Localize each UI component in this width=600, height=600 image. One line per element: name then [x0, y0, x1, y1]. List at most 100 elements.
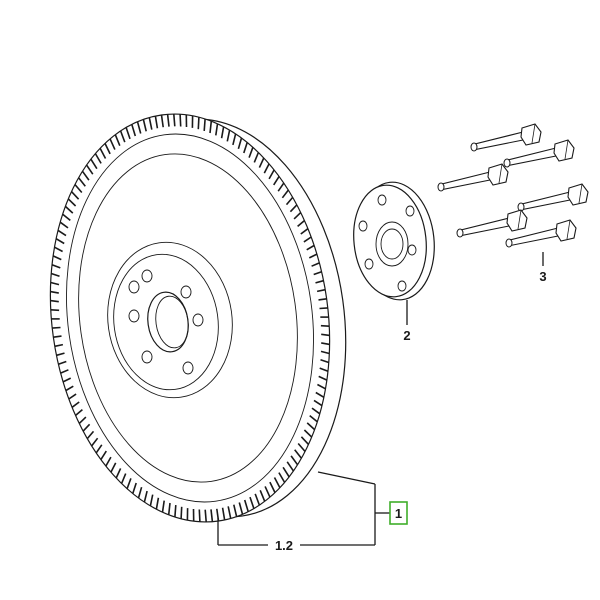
gear-tooth	[318, 375, 328, 381]
gear-tooth	[319, 367, 329, 373]
gear-tooth	[320, 350, 330, 355]
gear-tooth	[167, 502, 171, 515]
bolt	[470, 123, 542, 152]
gear-tooth	[109, 138, 116, 150]
gear-tooth	[50, 272, 60, 277]
gear-tooth	[313, 399, 323, 407]
bolt	[456, 209, 528, 238]
gear-tooth	[294, 449, 303, 459]
gear-tooth	[198, 509, 201, 522]
gear-tooth	[62, 213, 71, 222]
gear-tooth	[52, 255, 62, 261]
gear-tooth	[155, 497, 160, 510]
gear-tooth	[65, 385, 74, 392]
gear-tooth	[99, 147, 107, 159]
gear-tooth	[64, 205, 74, 214]
callout-1-highlight	[389, 501, 408, 525]
bolt	[505, 219, 577, 248]
gear-tooth	[278, 472, 286, 483]
gear-tooth	[55, 238, 65, 245]
callout-3-label[interactable]: 3	[539, 269, 546, 284]
gear-tooth	[226, 129, 231, 142]
callout-1-label[interactable]: 1	[395, 506, 402, 521]
gear-tooth	[115, 468, 122, 479]
gear-tooth	[273, 477, 281, 489]
gear-tooth	[70, 191, 80, 200]
gear-tooth	[81, 170, 90, 181]
gear-tooth	[311, 262, 320, 267]
gear-tooth	[56, 352, 65, 357]
gear-tooth	[68, 393, 77, 400]
gear-tooth	[237, 137, 243, 150]
gear-tooth	[179, 114, 182, 127]
gear-tooth	[67, 198, 77, 207]
gear-tooth	[57, 229, 67, 237]
gear-tooth	[313, 270, 322, 276]
callout-1-2-label[interactable]: 1.2	[275, 538, 293, 553]
ring-gear-teeth	[50, 114, 330, 522]
gear-tooth	[54, 246, 63, 253]
hub-bolt-holes	[128, 269, 204, 375]
gear-tooth	[254, 493, 261, 506]
bolt	[437, 163, 509, 192]
gear-tooth	[290, 455, 299, 466]
gear-tooth	[204, 509, 207, 522]
gear-tooth	[300, 436, 310, 445]
flange[interactable]	[348, 178, 440, 303]
gear-tooth	[94, 153, 102, 164]
gear-tooth	[174, 505, 177, 518]
gear-tooth	[51, 263, 61, 269]
gear-tooth	[210, 509, 214, 522]
gear-tooth	[273, 175, 280, 186]
gear-tooth	[277, 182, 285, 192]
gear-tooth	[86, 430, 95, 440]
gear-tooth	[268, 169, 275, 180]
gear-tooth	[75, 408, 83, 417]
gear-tooth	[311, 407, 321, 415]
bolts[interactable]	[437, 123, 589, 248]
gear-tooth	[95, 444, 103, 454]
gear-tooth	[53, 335, 62, 338]
gear-tooth	[233, 504, 238, 517]
flywheel[interactable]	[25, 96, 371, 540]
gear-tooth	[203, 118, 206, 131]
gear-tooth	[82, 423, 91, 432]
gear-tooth	[320, 324, 330, 327]
gear-tooth	[77, 177, 86, 187]
gear-tooth	[149, 494, 154, 507]
gear-tooth	[249, 496, 255, 509]
gear-tooth	[253, 152, 260, 163]
gear-tooth	[309, 414, 318, 423]
gear-tooth	[315, 391, 325, 398]
gear-tooth	[306, 244, 315, 251]
gear-tooth	[50, 290, 59, 294]
gear-tooth	[54, 343, 64, 348]
gear-tooth	[316, 288, 326, 293]
gear-tooth	[100, 450, 107, 461]
gear-tooth	[269, 481, 276, 493]
gear-tooth	[259, 489, 266, 502]
gear-tooth	[180, 506, 183, 519]
gear-tooth	[126, 478, 132, 489]
gear-tooth	[293, 212, 302, 220]
gear-tooth	[297, 219, 305, 228]
gear-tooth	[60, 369, 69, 374]
gear-tooth	[161, 500, 165, 513]
gear-tooth	[143, 490, 148, 503]
gear-tooth	[166, 114, 170, 127]
gear-tooth	[321, 333, 330, 337]
callout-2-label[interactable]: 2	[403, 328, 410, 343]
gear-tooth	[91, 437, 99, 447]
gear-tooth	[319, 307, 328, 310]
gear-tooth	[142, 119, 147, 132]
gear-tooth	[74, 183, 83, 194]
gear-tooth	[136, 121, 142, 134]
gear-tooth	[90, 158, 98, 170]
gear-tooth	[303, 236, 312, 243]
gear-tooth	[120, 473, 127, 484]
gear-tooth	[114, 134, 121, 147]
gear-tooth	[58, 360, 67, 366]
gear-tooth	[220, 126, 225, 139]
bolt	[517, 183, 589, 212]
